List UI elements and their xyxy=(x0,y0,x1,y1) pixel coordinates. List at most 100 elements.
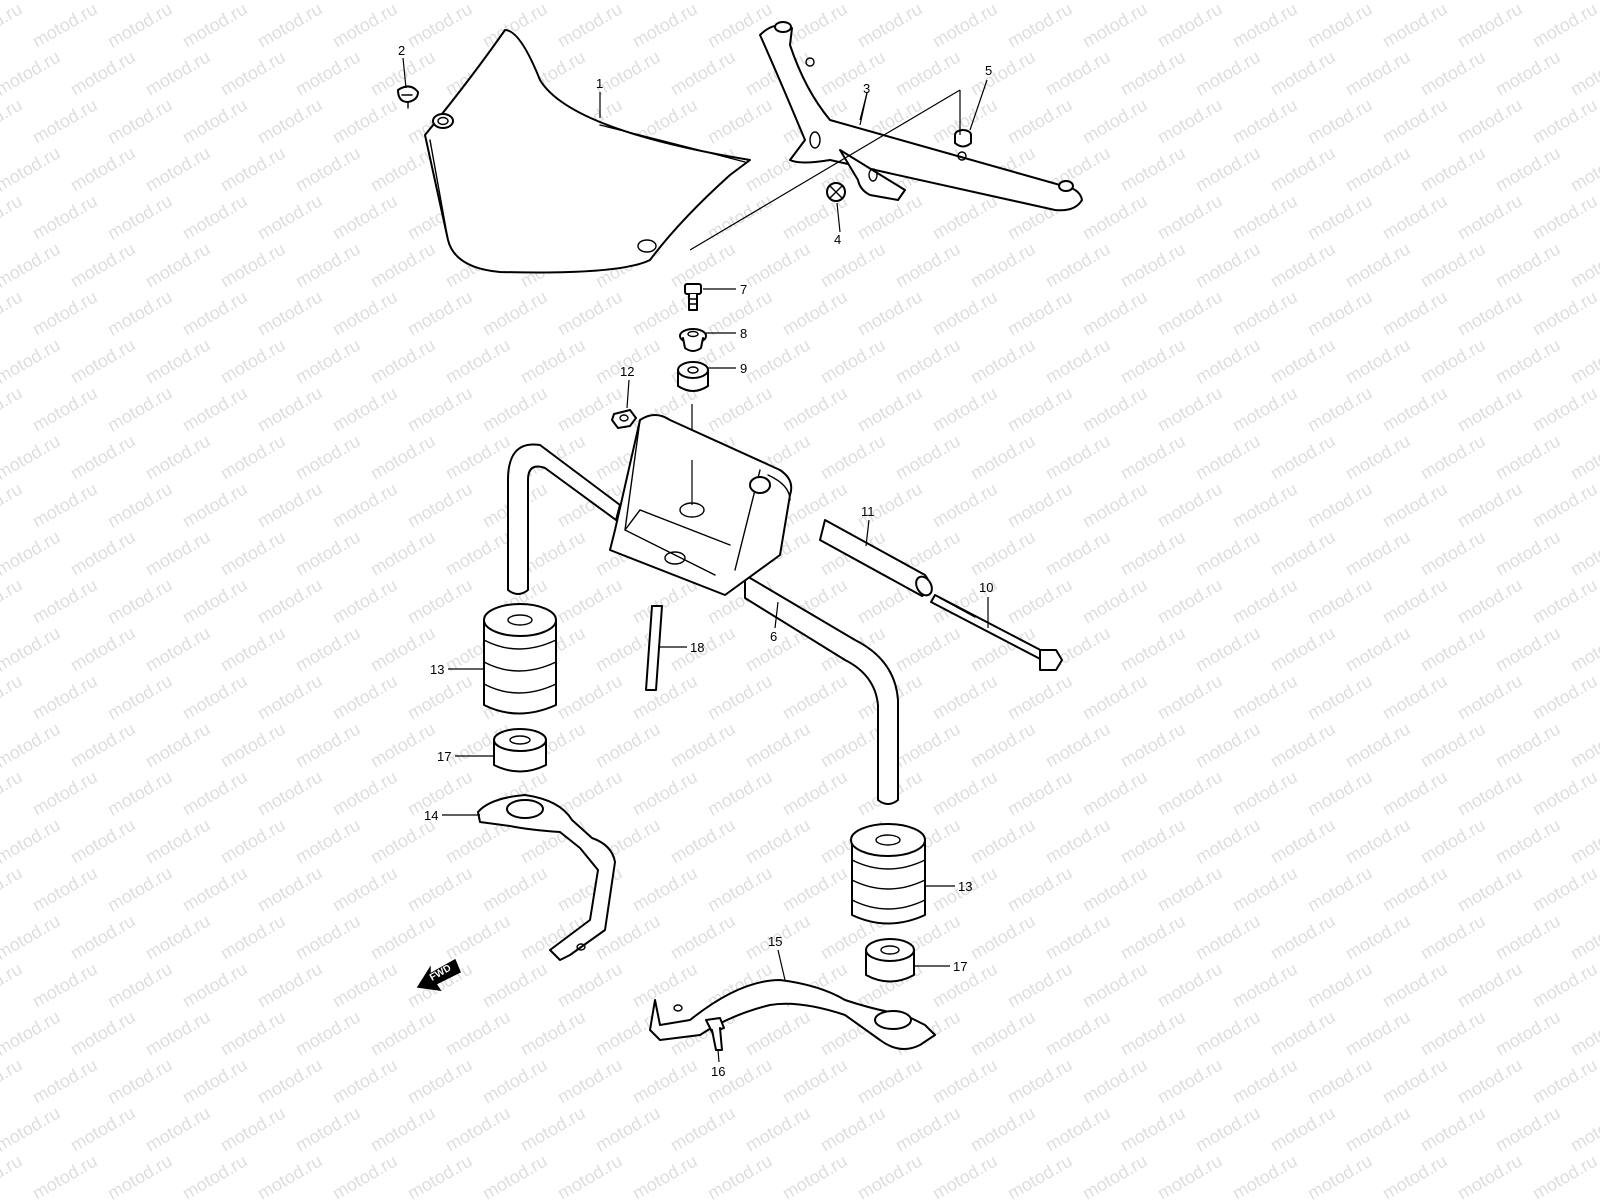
watermark-text: motod.ru xyxy=(1154,1055,1226,1108)
watermark-text: motod.ru xyxy=(1304,1055,1376,1108)
watermark-text: motod.ru xyxy=(1192,1103,1264,1156)
watermark-text: motod.ru xyxy=(779,1055,851,1108)
watermark-text: motod.ru xyxy=(329,575,401,628)
watermark-text: motod.ru xyxy=(292,527,364,580)
watermark-text: motod.ru xyxy=(0,383,26,436)
watermark-text: motod.ru xyxy=(442,1007,514,1060)
watermark-text: motod.ru xyxy=(667,47,739,100)
watermark-text: motod.ru xyxy=(67,0,139,3)
watermark-text: motod.ru xyxy=(1192,0,1264,3)
watermark-text: motod.ru xyxy=(404,287,476,340)
watermark-text: motod.ru xyxy=(554,575,626,628)
watermark-text: motod.ru xyxy=(854,383,926,436)
watermark-text: motod.ru xyxy=(629,767,701,820)
part-14-bracket-left xyxy=(477,794,616,961)
watermark-text: motod.ru xyxy=(1267,719,1339,772)
part-17-grommet-upper xyxy=(493,728,547,773)
watermark-text: motod.ru xyxy=(817,0,889,3)
watermark-text: motod.ru xyxy=(967,911,1039,964)
callout-2: 2 xyxy=(398,43,405,58)
watermark-text: motod.ru xyxy=(1229,479,1301,532)
watermark-text: motod.ru xyxy=(704,95,776,148)
watermark-text: motod.ru xyxy=(292,47,364,100)
watermark-text: motod.ru xyxy=(1417,143,1489,196)
watermark-text: motod.ru xyxy=(1004,863,1076,916)
watermark-text: motod.ru xyxy=(592,0,664,3)
watermark-text: motod.ru xyxy=(104,95,176,148)
part-17-grommet-lower xyxy=(865,938,915,983)
watermark-text: motod.ru xyxy=(1117,47,1189,100)
watermark-text: motod.ru xyxy=(1379,383,1451,436)
watermark-text: motod.ru xyxy=(704,1151,776,1200)
watermark-text: motod.ru xyxy=(442,527,514,580)
watermark-text: motod.ru xyxy=(179,1055,251,1108)
watermark-text: motod.ru xyxy=(1229,863,1301,916)
watermark-text: motod.ru xyxy=(292,431,364,484)
watermark-text: motod.ru xyxy=(1342,0,1414,3)
watermark-text: motod.ru xyxy=(967,1007,1039,1060)
watermark-text: motod.ru xyxy=(1567,623,1600,676)
watermark-text: motod.ru xyxy=(329,479,401,532)
watermark-text: motod.ru xyxy=(1154,863,1226,916)
watermark-text: motod.ru xyxy=(892,431,964,484)
watermark-text: motod.ru xyxy=(1267,47,1339,100)
watermark-text: motod.ru xyxy=(404,575,476,628)
watermark-text: motod.ru xyxy=(629,1055,701,1108)
watermark-text: motod.ru xyxy=(1192,911,1264,964)
watermark-text: motod.ru xyxy=(29,1055,101,1108)
watermark-text: motod.ru xyxy=(667,1103,739,1156)
watermark-text: motod.ru xyxy=(1042,335,1114,388)
watermark-text: motod.ru xyxy=(479,287,551,340)
watermark-text: motod.ru xyxy=(404,1055,476,1108)
watermark-text: motod.ru xyxy=(1304,863,1376,916)
watermark-text: motod.ru xyxy=(67,527,139,580)
watermark-text: motod.ru xyxy=(1117,0,1189,3)
watermark-text: motod.ru xyxy=(67,47,139,100)
watermark-text: motod.ru xyxy=(367,719,439,772)
watermark-text: motod.ru xyxy=(1529,95,1600,148)
watermark-text: motod.ru xyxy=(629,575,701,628)
watermark-text: motod.ru xyxy=(142,143,214,196)
watermark-text: motod.ru xyxy=(929,1151,1001,1200)
watermark-text: motod.ru xyxy=(142,719,214,772)
watermark-text: motod.ru xyxy=(104,575,176,628)
watermark-text: motod.ru xyxy=(517,335,589,388)
watermark-text: motod.ru xyxy=(929,671,1001,724)
watermark-text: motod.ru xyxy=(892,719,964,772)
watermark-text: motod.ru xyxy=(1079,287,1151,340)
watermark-text: motod.ru xyxy=(1342,431,1414,484)
watermark-text: motod.ru xyxy=(142,911,214,964)
watermark-text: motod.ru xyxy=(667,239,739,292)
watermark-text: motod.ru xyxy=(1304,1151,1376,1200)
watermark-text: motod.ru xyxy=(704,671,776,724)
watermark-text: motod.ru xyxy=(1192,1007,1264,1060)
watermark-text: motod.ru xyxy=(1117,1007,1189,1060)
watermark-text: motod.ru xyxy=(1042,815,1114,868)
watermark-text: motod.ru xyxy=(929,1055,1001,1108)
watermark-text: motod.ru xyxy=(817,335,889,388)
callout-6: 6 xyxy=(770,629,777,644)
watermark-text: motod.ru xyxy=(0,239,64,292)
callout-9: 9 xyxy=(740,361,747,376)
callout-11: 11 xyxy=(861,504,875,519)
watermark-text: motod.ru xyxy=(1417,0,1489,3)
watermark-text: motod.ru xyxy=(67,431,139,484)
watermark-text: motod.ru xyxy=(929,191,1001,244)
watermark-text: motod.ru xyxy=(817,431,889,484)
watermark-text: motod.ru xyxy=(442,335,514,388)
watermark-text: motod.ru xyxy=(179,383,251,436)
watermark-text: motod.ru xyxy=(1042,1103,1114,1156)
watermark-text: motod.ru xyxy=(1379,959,1451,1012)
watermark-text: motod.ru xyxy=(1304,671,1376,724)
callout-13-lower: 13 xyxy=(958,879,972,894)
watermark-text: motod.ru xyxy=(1042,431,1114,484)
watermark-text: motod.ru xyxy=(1417,527,1489,580)
watermark-text: motod.ru xyxy=(1304,383,1376,436)
watermark-text: motod.ru xyxy=(179,479,251,532)
watermark-text: motod.ru xyxy=(1079,671,1151,724)
watermark-text: motod.ru xyxy=(0,1007,64,1060)
watermark-text: motod.ru xyxy=(329,383,401,436)
watermark-text: motod.ru xyxy=(1454,863,1526,916)
watermark-text: motod.ru xyxy=(29,575,101,628)
watermark-text: motod.ru xyxy=(142,1103,214,1156)
